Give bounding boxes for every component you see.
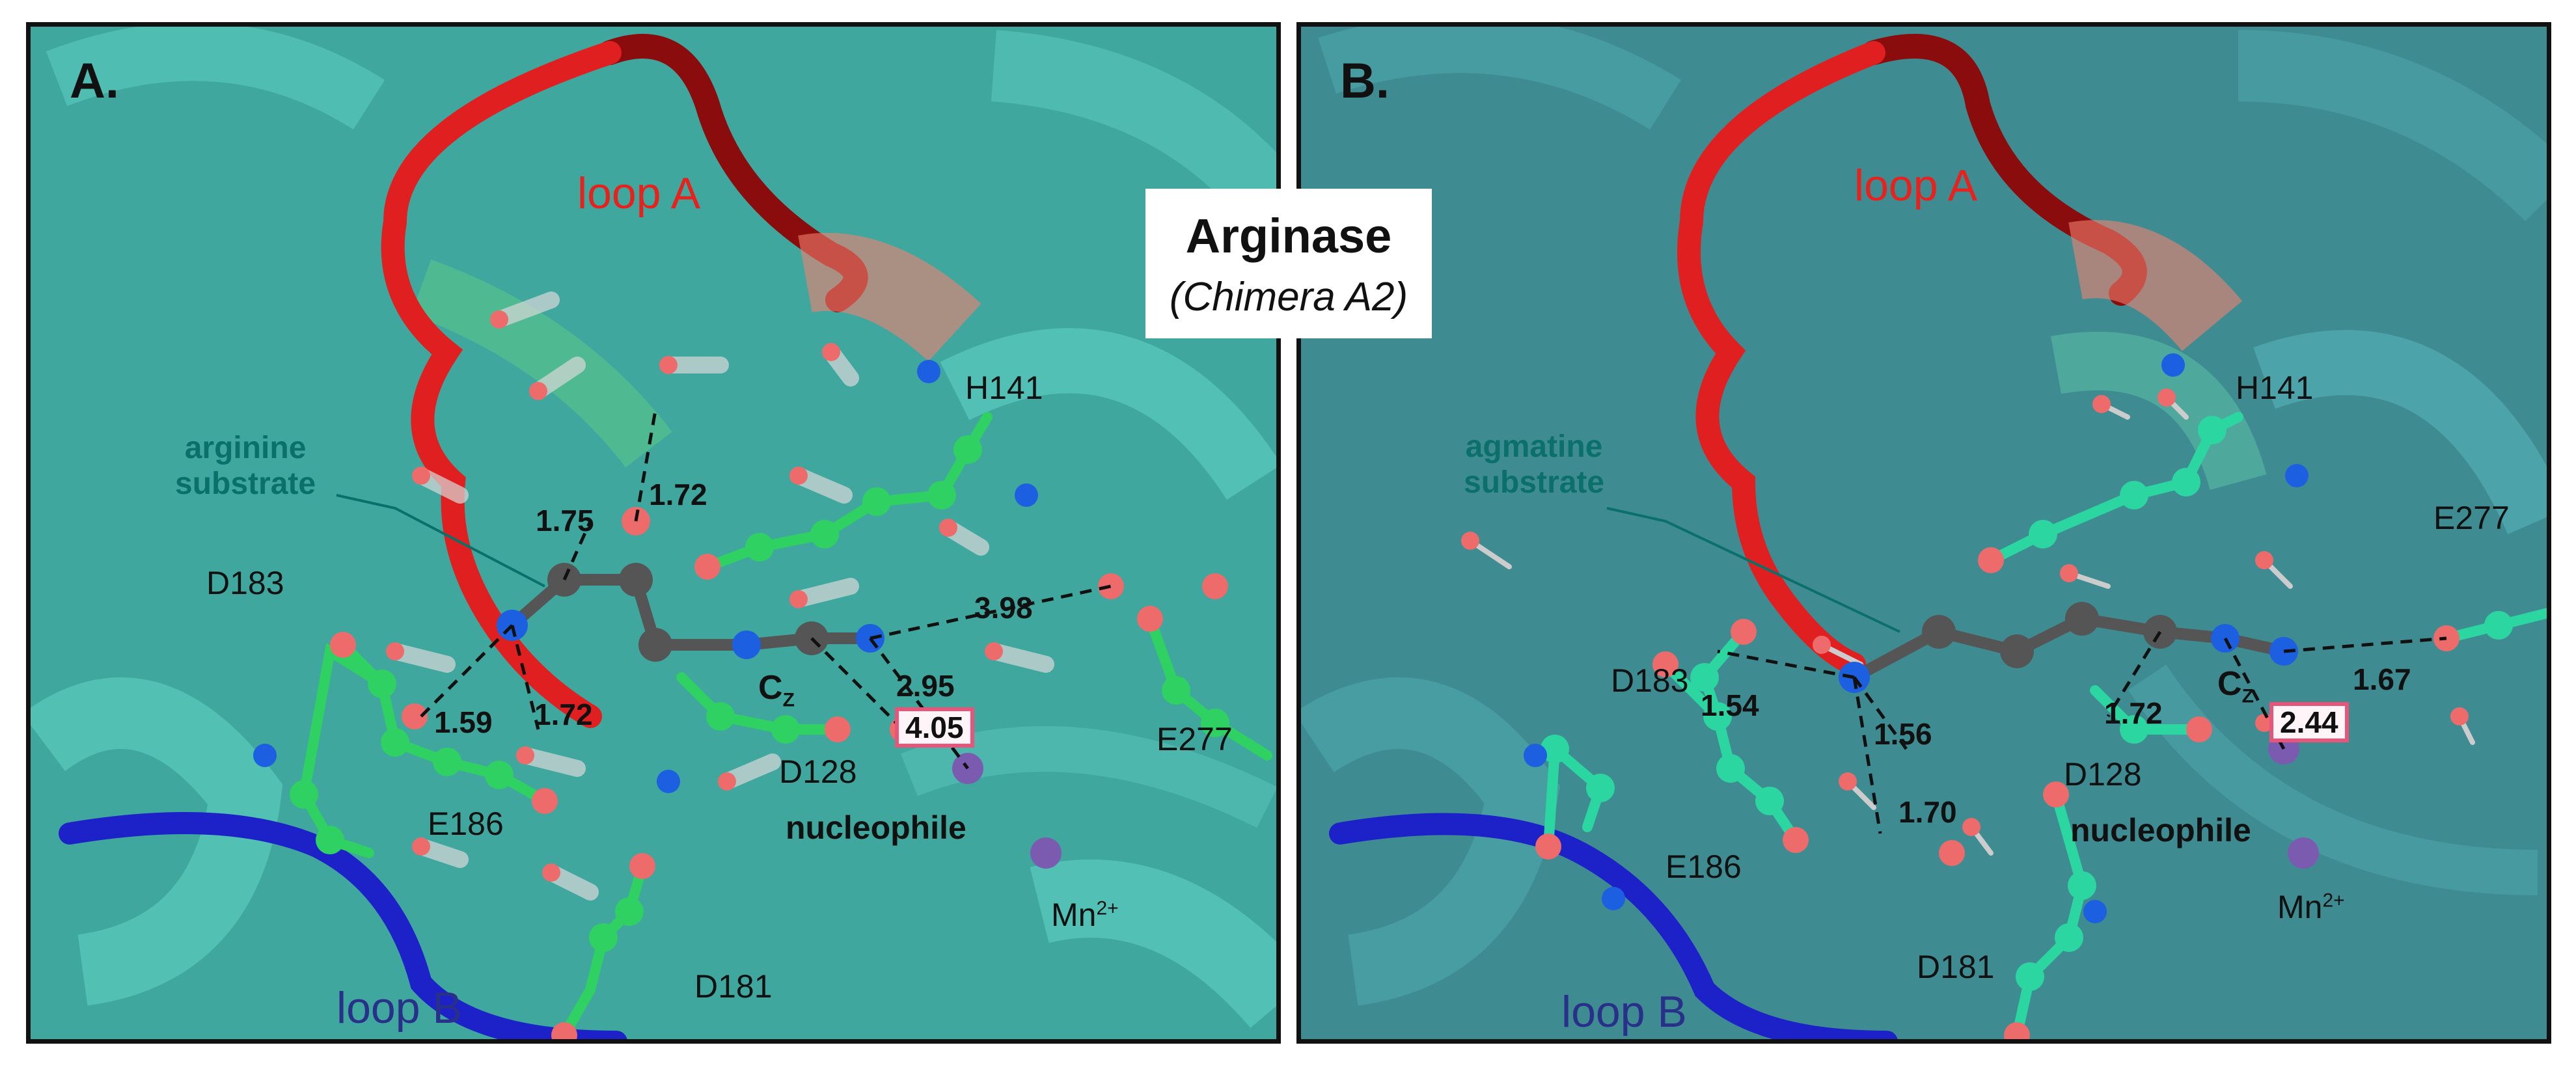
distance-label: 1.59 <box>434 705 493 739</box>
loop-b-tube <box>1329 813 1898 1039</box>
residue-d183: D183 <box>1611 662 1689 699</box>
distance-label: 1.72 <box>534 698 593 731</box>
title-subtitle: (Chimera A2) <box>1169 275 1408 319</box>
residue-e277: E277 <box>1157 721 1233 757</box>
distance-label: 1.56 <box>1874 717 1932 751</box>
panel-b-structure <box>1301 27 2547 1039</box>
residue-e277: E277 <box>2433 500 2510 536</box>
manganese-label: Mn2+ <box>2277 891 2345 923</box>
residue-d128: D128 <box>2064 756 2142 793</box>
mn-symbol: Mn <box>2277 889 2323 925</box>
figure-title: Arginase (Chimera A2) <box>1145 189 1432 338</box>
panel-a-structure <box>31 27 1276 1039</box>
residue-carbons <box>290 435 1229 952</box>
distance-label: 1.75 <box>536 504 594 537</box>
substrate-label-line1: arginine <box>184 431 307 465</box>
helix-ribbon <box>46 27 385 130</box>
oxygen-atoms <box>330 554 1228 1039</box>
residue-e186: E186 <box>428 806 504 842</box>
water-oxygens <box>386 310 1003 882</box>
distance-label: 2.95 <box>896 669 955 703</box>
distance-label: 1.54 <box>1701 688 1759 722</box>
loop-a-helix <box>798 232 981 362</box>
substrate-label-line2: substrate <box>1464 465 1605 500</box>
cz-subscript: Z <box>782 689 795 711</box>
loop-a-helix <box>2068 220 2243 352</box>
highlighted-distance: 4.05 <box>895 707 974 748</box>
loop-b-tube <box>59 812 627 1039</box>
manganese-label: Mn2+ <box>1051 899 1119 931</box>
residue-sticks <box>1543 412 2547 1039</box>
substrate-pointer <box>1606 507 1900 633</box>
substrate-label-line2: substrate <box>175 467 316 502</box>
residue-e186: E186 <box>1665 848 1742 885</box>
nucleophile-label: nucleophile <box>786 809 966 846</box>
mn-symbol: Mn <box>1051 897 1097 933</box>
cz-subscript: Z <box>2241 685 2254 707</box>
helix-ribbon <box>1301 677 1560 1006</box>
helix-ribbon <box>2050 331 2267 491</box>
residue-d128: D128 <box>779 753 857 790</box>
nitrogen-atoms <box>1524 353 2309 923</box>
loop-a-label: loop A <box>577 169 701 218</box>
mn-charge: 2+ <box>1096 897 1119 919</box>
distance-label: 3.98 <box>974 591 1033 625</box>
loop-a-tube <box>381 41 622 728</box>
loop-b-label: loop B <box>1561 987 1687 1037</box>
helix-ribbon <box>1318 27 1681 130</box>
helix-ribbon <box>991 30 1276 219</box>
helix-ribbon <box>31 677 283 1006</box>
helix-ribbon <box>940 328 1276 500</box>
highlighted-distance: 2.44 <box>2269 702 2349 742</box>
substrate-label: arginine substrate <box>175 430 316 502</box>
residue-d181: D181 <box>1917 949 1995 985</box>
hydrogen-bonds <box>420 410 1112 770</box>
cz-letter: C <box>758 669 783 707</box>
loop-a-tube <box>1677 41 1885 676</box>
water-oxygens <box>1461 388 2469 836</box>
mn-charge: 2+ <box>2322 889 2345 912</box>
residue-d181: D181 <box>694 968 773 1005</box>
oxygen-atoms <box>1535 547 2460 1039</box>
nitrogen-atoms <box>253 360 1038 793</box>
cz-label: CZ <box>2217 667 2254 706</box>
loop-a-label: loop A <box>1854 161 1978 210</box>
residue-carbons <box>1541 416 2513 991</box>
substrate-label-line1: agmatine <box>1465 429 1603 464</box>
substrate-label: agmatine substrate <box>1464 429 1604 500</box>
helix-ribbon <box>411 259 672 468</box>
residue-h141: H141 <box>2236 370 2314 406</box>
water-molecules <box>1468 395 2475 856</box>
panel-letter: A. <box>70 53 119 109</box>
nucleophile-label: nucleophile <box>2070 812 2251 848</box>
distance-label: 1.72 <box>2104 696 2163 730</box>
title-main: Arginase <box>1185 209 1392 263</box>
panel-b: B. loop A loop B agmatine substrate H141… <box>1296 22 2551 1044</box>
loop-b-label: loop B <box>336 983 462 1033</box>
residue-h141: H141 <box>965 370 1043 406</box>
manganese-ions <box>952 753 1062 869</box>
hydrogen-bonds <box>1717 630 2447 834</box>
distance-label: 1.70 <box>1898 795 1957 829</box>
substrate-pointer <box>336 494 545 588</box>
distance-label: 1.72 <box>649 478 707 511</box>
water-molecules <box>387 291 1054 901</box>
helix-ribbon <box>2253 330 2547 535</box>
panel-a: A. loop A loop B arginine substrate H141… <box>26 22 1281 1044</box>
cz-label: CZ <box>758 671 795 710</box>
residue-d183: D183 <box>206 565 284 601</box>
helix-ribbon <box>1030 860 1276 1029</box>
panel-letter: B. <box>1340 53 1390 109</box>
helix-ribbon <box>2238 30 2547 222</box>
distance-label: 1.67 <box>2353 662 2411 696</box>
cz-letter: C <box>2217 665 2242 703</box>
